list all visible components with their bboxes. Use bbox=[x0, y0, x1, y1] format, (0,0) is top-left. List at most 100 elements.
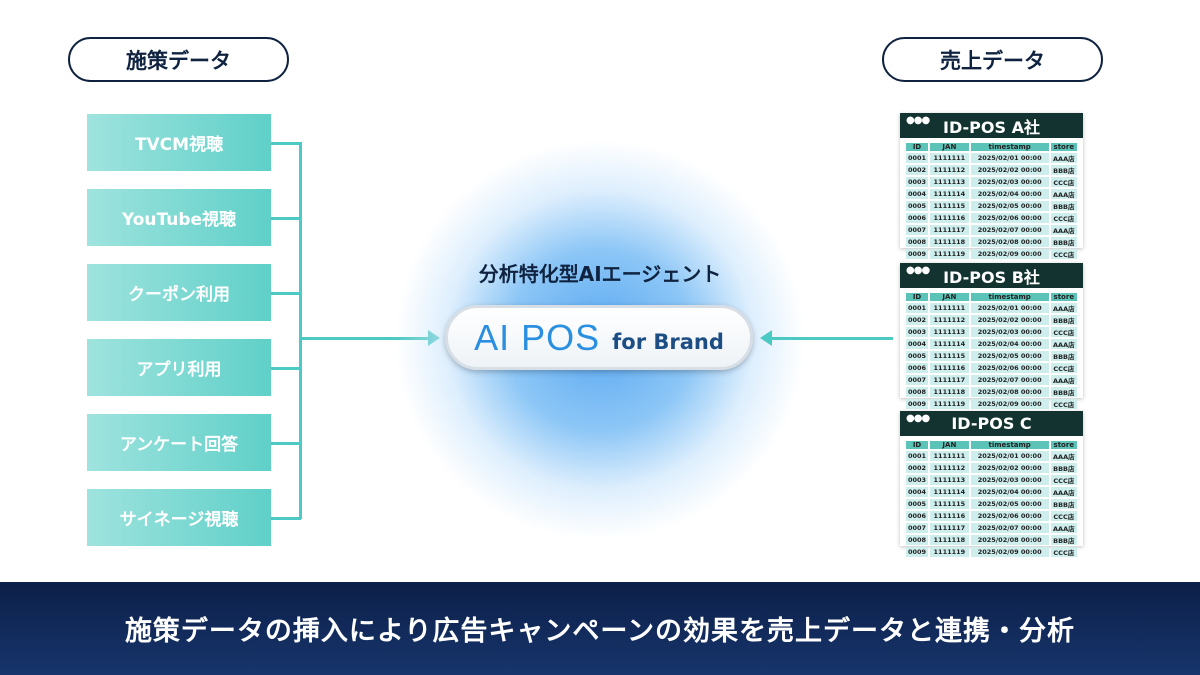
table-cell: CCC店 bbox=[1050, 213, 1077, 223]
table-cell: 0007 bbox=[906, 523, 929, 533]
table-cell: 0005 bbox=[906, 201, 929, 211]
table-cell: 2025/02/02 00:00 bbox=[970, 315, 1049, 325]
table-cell: AAA店 bbox=[1050, 153, 1077, 163]
measure-item: アンケート回答 bbox=[87, 414, 271, 471]
table-cell: 1111117 bbox=[930, 375, 969, 385]
measure-item: クーポン利用 bbox=[87, 264, 271, 321]
table-cell: 1111114 bbox=[930, 487, 969, 497]
table-cell: 2025/02/05 00:00 bbox=[970, 499, 1049, 509]
bracket-tick bbox=[271, 517, 301, 520]
table-cell: 1111111 bbox=[930, 303, 969, 313]
table-cell: AAA店 bbox=[1050, 303, 1077, 313]
table-cell: 2025/02/04 00:00 bbox=[970, 487, 1049, 497]
table-cell: 0008 bbox=[906, 535, 929, 545]
table-cell: 1111115 bbox=[930, 499, 969, 509]
table-cell: AAA店 bbox=[1050, 523, 1077, 533]
table-cell: 2025/02/08 00:00 bbox=[970, 237, 1049, 247]
measures-data-header: 施策データ bbox=[68, 37, 289, 82]
table-cell: 2025/02/07 00:00 bbox=[970, 225, 1049, 235]
table-cell: 1111111 bbox=[930, 153, 969, 163]
table-cell: 1111113 bbox=[930, 177, 969, 187]
table-cell: 0008 bbox=[906, 237, 929, 247]
table-cell: 1111112 bbox=[930, 315, 969, 325]
bracket-tick bbox=[271, 442, 301, 445]
table-cell: 2025/02/04 00:00 bbox=[970, 189, 1049, 199]
table-cell: BBB店 bbox=[1050, 351, 1077, 361]
table-cell: 0006 bbox=[906, 213, 929, 223]
column-header: ID bbox=[906, 293, 929, 301]
bracket-tick bbox=[271, 292, 301, 295]
table-cell: AAA店 bbox=[1050, 451, 1077, 461]
table-cell: 2025/02/05 00:00 bbox=[970, 201, 1049, 211]
table-cell: CCC店 bbox=[1050, 327, 1077, 337]
table-cell: BBB店 bbox=[1050, 499, 1077, 509]
table-cell: AAA店 bbox=[1050, 487, 1077, 497]
ai-pos-logo: AI POS for Brand bbox=[445, 305, 753, 370]
arrow-left-icon bbox=[760, 330, 772, 346]
table-cell: 1111117 bbox=[930, 225, 969, 235]
table-cell: 0007 bbox=[906, 225, 929, 235]
measure-item: YouTube視聴 bbox=[87, 189, 271, 246]
table-cell: 1111112 bbox=[930, 463, 969, 473]
measure-item: TVCM視聴 bbox=[87, 114, 271, 171]
table-cell: AAA店 bbox=[1050, 189, 1077, 199]
table-cell: 1111118 bbox=[930, 535, 969, 545]
table-cell: 0001 bbox=[906, 153, 929, 163]
table-cell: BBB店 bbox=[1050, 535, 1077, 545]
table-cell: 2025/02/05 00:00 bbox=[970, 351, 1049, 361]
table-cell: 0004 bbox=[906, 339, 929, 349]
table-cell: 2025/02/09 00:00 bbox=[970, 547, 1049, 557]
table-cell: 1111116 bbox=[930, 213, 969, 223]
table-cell: 1111115 bbox=[930, 201, 969, 211]
table-cell: 2025/02/08 00:00 bbox=[970, 387, 1049, 397]
table-cell: BBB店 bbox=[1050, 201, 1077, 211]
table-cell: 1111112 bbox=[930, 165, 969, 175]
footer-caption: 施策データの挿入により広告キャンペーンの効果を売上データと連携・分析 bbox=[0, 582, 1200, 675]
table-cell: 0003 bbox=[906, 327, 929, 337]
table-cell: CCC店 bbox=[1050, 475, 1077, 485]
table-cell: 1111119 bbox=[930, 547, 969, 557]
column-header: timestamp bbox=[970, 441, 1049, 449]
table-cell: 0004 bbox=[906, 487, 929, 497]
bracket-tick bbox=[271, 142, 301, 145]
table-cell: 0001 bbox=[906, 451, 929, 461]
window-dots-icon: ●●● bbox=[906, 413, 930, 424]
table-cell: 2025/02/07 00:00 bbox=[970, 523, 1049, 533]
table-cell: 1111115 bbox=[930, 351, 969, 361]
table-cell: 0005 bbox=[906, 499, 929, 509]
table-cell: 1111114 bbox=[930, 339, 969, 349]
table-cell: 1111119 bbox=[930, 249, 969, 259]
table-cell: 0006 bbox=[906, 511, 929, 521]
table-cell: 2025/02/01 00:00 bbox=[970, 451, 1049, 461]
table-cell: 0003 bbox=[906, 475, 929, 485]
table-cell: 2025/02/04 00:00 bbox=[970, 339, 1049, 349]
table-cell: CCC店 bbox=[1050, 399, 1077, 409]
table-cell: BBB店 bbox=[1050, 315, 1077, 325]
table-title: ID-POS C bbox=[951, 414, 1032, 433]
column-header: store bbox=[1050, 293, 1077, 301]
table-cell: AAA店 bbox=[1050, 225, 1077, 235]
bracket-tick bbox=[271, 367, 301, 370]
table-cell: BBB店 bbox=[1050, 387, 1077, 397]
table-title: ID-POS B社 bbox=[943, 267, 1040, 287]
